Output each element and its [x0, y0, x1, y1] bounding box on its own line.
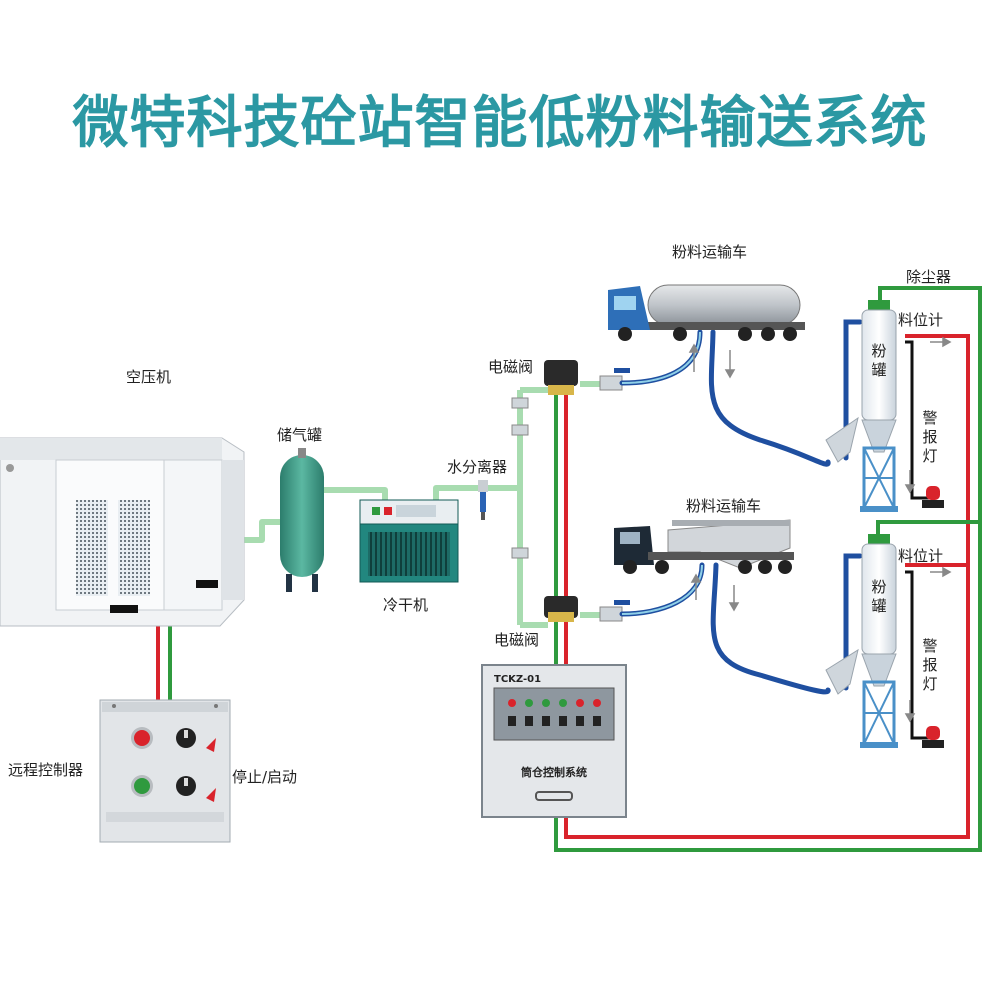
remote-controller-panel: [99, 699, 231, 843]
green-wire-dust-bottom: [876, 520, 980, 540]
ball-valve-top: [599, 368, 630, 391]
air-storage-tank: [280, 448, 324, 592]
solenoid-valve-top-label: 电磁阀: [488, 358, 534, 376]
dryer-label: 冷干机: [383, 596, 429, 614]
air-tank-label: 储气罐: [277, 426, 323, 444]
silo-bottom: [825, 534, 898, 748]
tanker-truck-bottom: [614, 519, 794, 574]
signal-wiring: [156, 286, 982, 852]
water-separator-label: 水分离器: [447, 458, 508, 476]
page-title: 微特科技砼站智能低粉料输送系统: [72, 91, 928, 156]
silo-control-cabinet: TCKZ-01 筒仓控制系统: [481, 664, 627, 818]
tanker-truck-top: [608, 284, 805, 341]
remote-controller-label: 远程控制器: [8, 761, 84, 779]
green-wire-loop: [554, 286, 982, 852]
level-gauge-bottom-label: 料位计: [898, 547, 944, 565]
level-gauge-top-label: 料位计: [898, 311, 944, 329]
dust-collector-label: 除尘器: [906, 268, 952, 286]
hose-inner-light: [621, 331, 703, 615]
air-compressor-label: 空压机: [126, 368, 172, 386]
ball-valve-bottom: [599, 600, 630, 622]
alarm-light-top: [922, 486, 944, 508]
alarm-light-bottom: [922, 726, 944, 748]
red-wire-loop: [564, 334, 970, 839]
stop-start-label: 停止/启动: [232, 768, 298, 786]
black-wire-alarm-top: [905, 340, 930, 500]
flow-arrows: [688, 336, 952, 723]
alarm-bottom-label: 警报灯: [922, 637, 938, 693]
alarm-top-label: 警报灯: [922, 409, 938, 465]
black-wire-alarm-bottom: [905, 570, 930, 740]
truck-top-label: 粉料运输车: [672, 243, 748, 261]
cabinet-name-label: 筒仓控制系统: [521, 765, 587, 779]
silo-top-label: 粉罐: [871, 342, 887, 379]
refrigerated-dryer: [359, 499, 459, 583]
water-separator: [478, 480, 488, 520]
solenoid-valve-bottom: [511, 547, 578, 622]
silo-bottom-label: 粉罐: [871, 578, 887, 615]
silo-top: [825, 300, 898, 512]
cabinet-model-label: TCKZ-01: [494, 674, 541, 685]
solenoid-valve-bottom-label: 电磁阀: [494, 631, 540, 649]
truck-bottom-label: 粉料运输车: [686, 497, 762, 515]
solenoid-valve-top: [511, 360, 578, 436]
air-compressor: [0, 437, 245, 627]
